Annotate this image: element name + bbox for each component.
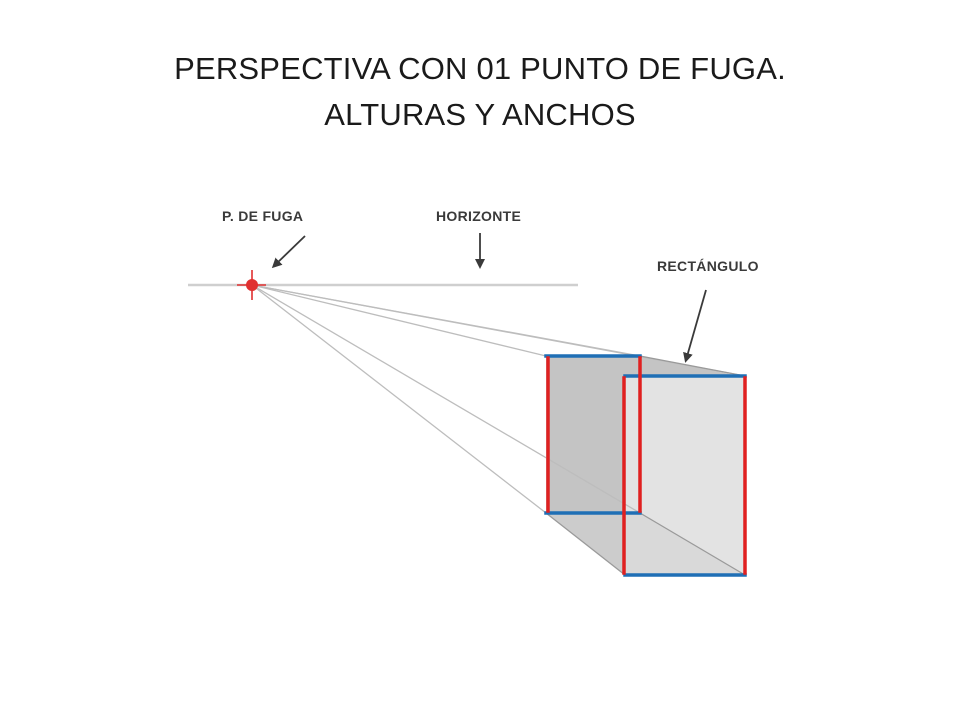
height-lines xyxy=(546,356,747,575)
bottom-face xyxy=(546,513,745,575)
rectangle-arrow xyxy=(683,289,707,363)
title-line-1: PERSPECTIVA CON 01 PUNTO DE FUGA. xyxy=(174,51,786,86)
rectangle-label: RECTÁNGULO xyxy=(657,258,759,274)
vanishing-point-arrow xyxy=(271,235,306,269)
title-line-2: ALTURAS Y ANCHOS xyxy=(324,97,636,132)
vanishing-point-label: P. DE FUGA xyxy=(222,208,303,224)
depth-edges xyxy=(545,355,746,576)
vanishing-point-marker xyxy=(237,270,266,300)
horizon-label: HORIZONTE xyxy=(436,208,521,224)
slide-title: PERSPECTIVA CON 01 PUNTO DE FUGA. ALTURA… xyxy=(0,46,960,138)
